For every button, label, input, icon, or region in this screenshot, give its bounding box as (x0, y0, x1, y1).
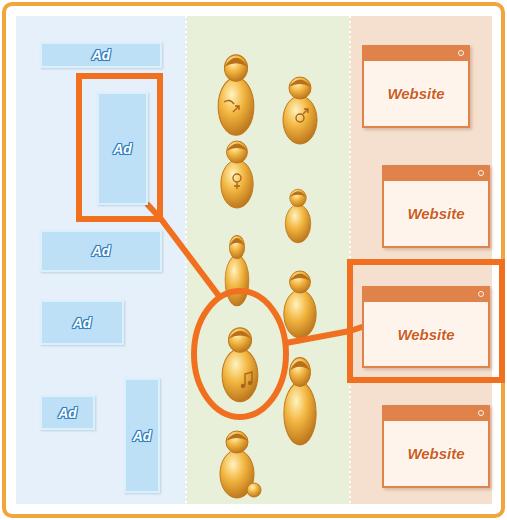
window-titlebar (364, 47, 468, 61)
ad-box: Ad (124, 378, 160, 493)
person-figure (222, 328, 258, 402)
window-button (458, 50, 464, 56)
person-figure (218, 55, 254, 135)
music-note (241, 384, 245, 388)
window-titlebar (384, 167, 488, 181)
ad-label: Ad (92, 47, 111, 63)
ball (247, 483, 261, 497)
person-figure (285, 189, 311, 243)
figure-symbol (233, 174, 241, 189)
ad-box: Ad (40, 300, 124, 345)
ad-box: Ad (40, 395, 95, 430)
outer-frame (4, 4, 503, 516)
website-label: Website (407, 445, 464, 462)
highlight-frame (79, 76, 160, 219)
website-label: Website (397, 326, 454, 343)
window-button (478, 291, 484, 297)
window-button (478, 410, 484, 416)
website-label: Website (387, 85, 444, 102)
connector-line (148, 205, 362, 343)
website-window: Website (382, 405, 490, 488)
person-figure (284, 271, 316, 338)
window-titlebar (364, 288, 488, 302)
ad-label: Ad (133, 428, 152, 444)
window-button (478, 170, 484, 176)
music-note (248, 381, 252, 385)
people-figures (218, 55, 317, 498)
window-titlebar (384, 407, 488, 421)
ad-box: Ad (40, 230, 162, 272)
ad-box: Ad (40, 42, 162, 68)
figure-symbol (224, 100, 239, 112)
website-window: Website (382, 165, 490, 248)
highlight-frame (350, 262, 502, 380)
person-figure (283, 77, 317, 144)
people-panel (186, 16, 350, 504)
website-window: Website (362, 286, 490, 368)
person-figure (284, 358, 316, 445)
music-note (245, 372, 252, 386)
ad-box: Ad (97, 92, 148, 205)
ad-panel (16, 16, 186, 504)
ad-label: Ad (73, 315, 92, 331)
ad-label: Ad (92, 243, 111, 259)
highlight-circle (194, 291, 286, 417)
ad-label: Ad (113, 141, 132, 157)
figure-symbol (296, 109, 308, 122)
website-window: Website (362, 45, 470, 128)
person-figure (221, 141, 253, 208)
panel-divider (185, 16, 187, 504)
website-label: Website (407, 205, 464, 222)
ad-label: Ad (58, 405, 77, 421)
